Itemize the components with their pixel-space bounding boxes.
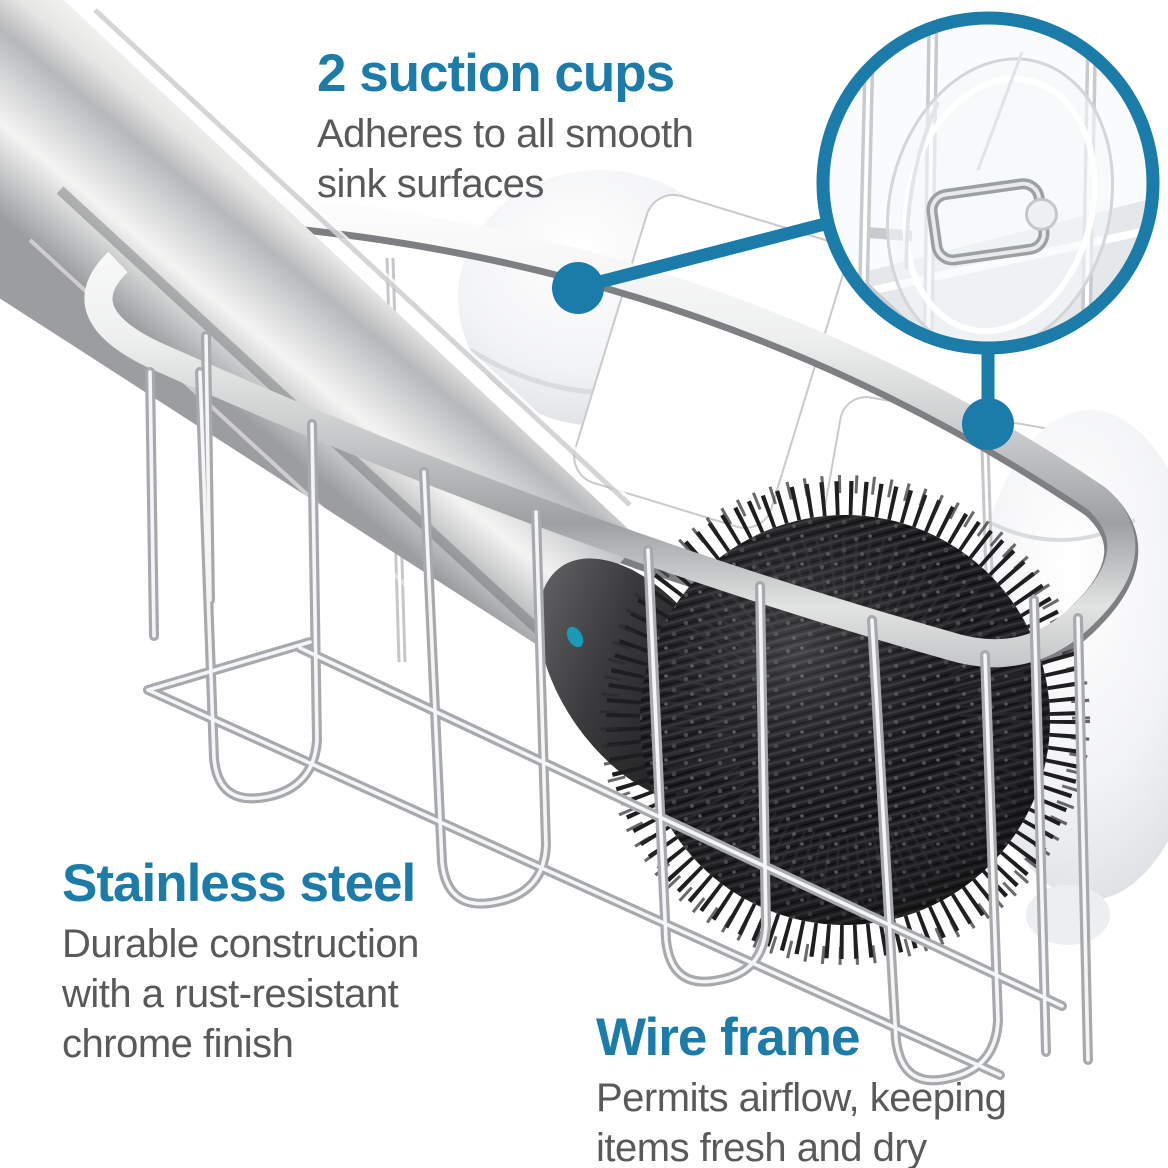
- callout-wire-frame: Wire frame Permits airflow, keeping item…: [596, 1008, 1007, 1168]
- brand-dot-icon: [566, 626, 584, 648]
- callout-stainless-steel: Stainless steel Durable construction wit…: [62, 854, 419, 1069]
- callout-leaders: [552, 218, 1014, 450]
- callout-description-line: Durable construction: [62, 922, 419, 967]
- brush-bristles: [600, 475, 1090, 965]
- leader-line-left: [577, 218, 828, 293]
- callout-description-line: chrome finish: [62, 1022, 294, 1067]
- callout-title: Wire frame: [596, 1008, 860, 1067]
- callout-dot-icon: [962, 398, 1014, 450]
- basket-front-wires: [143, 331, 1093, 1086]
- suction-cup-inset: [816, 11, 1160, 355]
- inset-wire-clip: [926, 178, 1058, 266]
- inset-suction-cup: [885, 57, 1115, 343]
- callout-description-line: Permits airflow, keeping: [596, 1076, 1007, 1121]
- callout-title: 2 suction cups: [317, 44, 675, 103]
- callout-description-line: with a rust-resistant: [62, 972, 399, 1017]
- callout-title: Stainless steel: [62, 854, 416, 913]
- callout-dot-icon: [552, 262, 604, 314]
- callout-suction-cups: 2 suction cups Adheres to all smooth sin…: [317, 44, 694, 209]
- callout-description-line: sink surfaces: [317, 162, 544, 207]
- callout-description-line: items fresh and dry: [596, 1126, 927, 1168]
- basket-rim-front: [84, 251, 1094, 668]
- callout-description-line: Adheres to all smooth: [317, 112, 694, 157]
